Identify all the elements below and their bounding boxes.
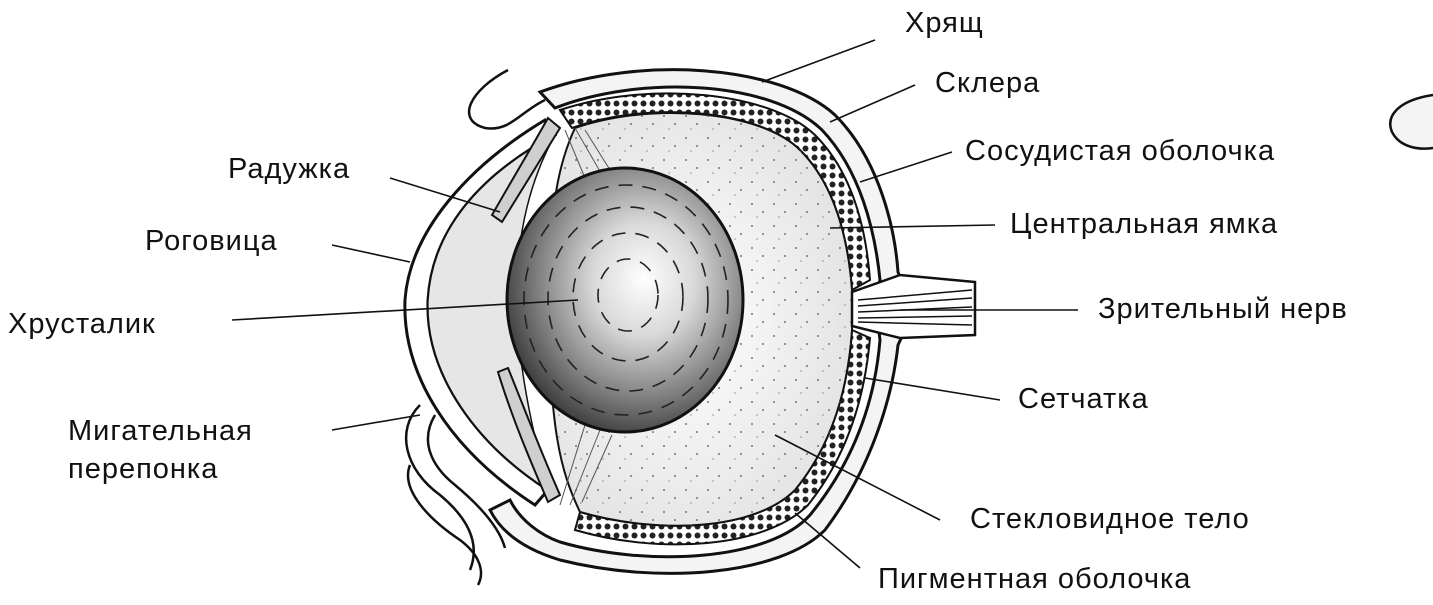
label-steklovidnoe-telo: Стекловидное тело: [970, 503, 1250, 535]
label-khrustalik: Хрусталик: [8, 308, 156, 340]
optic-nerve: [852, 275, 975, 338]
label-sklera: Склера: [935, 67, 1040, 99]
label-migatelnaya: Мигательная: [68, 415, 253, 447]
label-tsentralnaya-yamka: Центральная ямка: [1010, 208, 1278, 240]
upper-eyelid: [469, 70, 545, 129]
label-rogovitsa: Роговица: [145, 225, 278, 257]
label-setchatka: Сетчатка: [1018, 383, 1149, 415]
label-khryashch: Хрящ: [905, 7, 984, 39]
label-pigmentnaya-obolochka: Пигментная оболочка: [878, 563, 1191, 595]
label-raduzhka: Радужка: [228, 153, 350, 185]
edge-object: [1390, 95, 1433, 149]
label-pereponka: перепонка: [68, 453, 218, 485]
label-sosudistaya-obolochka: Сосудистая оболочка: [965, 135, 1275, 167]
label-zritelny-nerv: Зрительный нерв: [1098, 293, 1348, 325]
